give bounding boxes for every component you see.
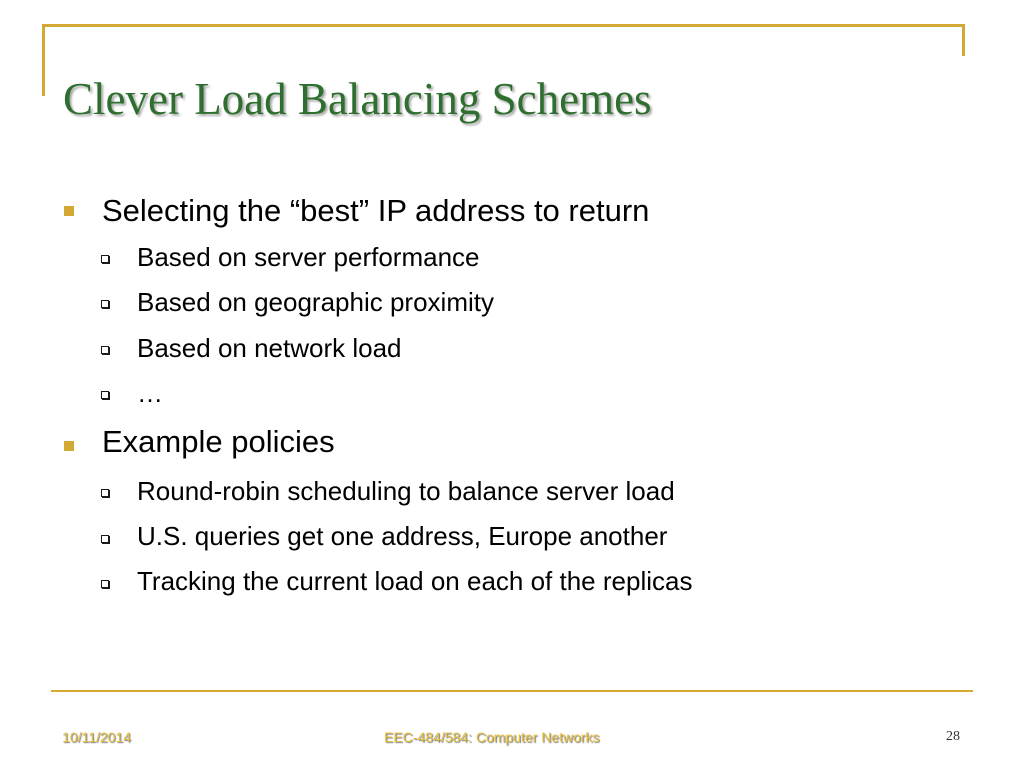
page-number: 28	[946, 729, 960, 744]
hollow-square-bullet-icon	[101, 489, 109, 497]
sub-bullet-text: Based on network load	[137, 333, 402, 363]
sub-bullet-text: Based on server performance	[137, 242, 480, 272]
sub-bullet-text: Tracking the current load on each of the…	[137, 566, 693, 596]
sub-bullet-text: …	[137, 378, 163, 408]
sub-bullet-text: Round-robin scheduling to balance server…	[137, 476, 675, 506]
hollow-square-bullet-icon	[101, 300, 109, 308]
bullet-text: Example policies	[102, 424, 335, 459]
slide-title: Clever Load Balancing Schemes	[63, 74, 652, 124]
square-bullet-icon	[64, 441, 74, 451]
sub-bullet-text: U.S. queries get one address, Europe ano…	[137, 521, 668, 551]
footer-rule	[51, 690, 973, 692]
frame-right-rule	[962, 24, 965, 56]
hollow-square-bullet-icon	[101, 535, 109, 543]
bullet-text: Selecting the “best” IP address to retur…	[102, 193, 650, 228]
sub-bullet-text: Based on geographic proximity	[137, 287, 494, 317]
square-bullet-icon	[64, 206, 74, 216]
hollow-square-bullet-icon	[101, 391, 109, 399]
hollow-square-bullet-icon	[101, 346, 109, 354]
hollow-square-bullet-icon	[101, 255, 109, 263]
frame-top-rule	[42, 24, 965, 27]
footer-course-title: EEC-484/584: Computer Networks	[384, 729, 600, 745]
footer-date: 10/11/2014	[62, 729, 132, 745]
hollow-square-bullet-icon	[101, 580, 109, 588]
frame-left-rule	[42, 24, 45, 96]
